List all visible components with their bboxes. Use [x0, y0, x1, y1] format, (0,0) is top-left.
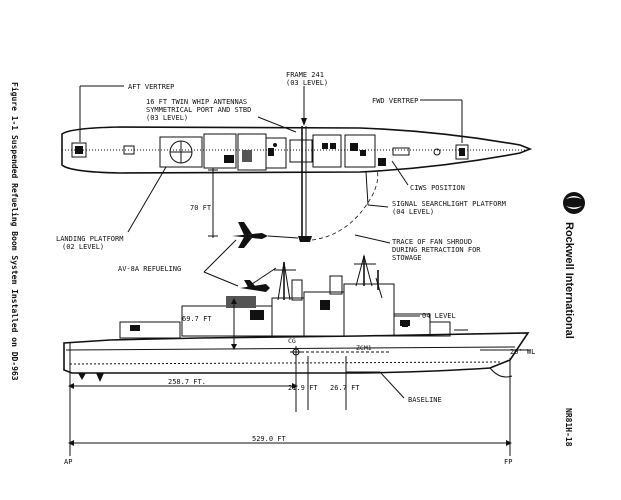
04-level-label: 04 LEVEL: [422, 312, 456, 320]
ship-profile-view: [63, 254, 530, 382]
plan-view-leaders: [79, 85, 463, 244]
zcm-label: ZCM1: [356, 344, 372, 352]
rockwell-logo-icon: [563, 192, 585, 214]
antennas-label-line-1: 16 FT TWIN WHIP ANTENNAS: [146, 98, 247, 106]
landing-platform-level-label: (02 LEVEL): [62, 243, 104, 251]
ship-plan-view: [61, 126, 533, 248]
searchlight-platform-label: SIGNAL SEARCHLIGHT PLATFORM: [392, 200, 506, 208]
baseline-label: BASELINE: [408, 396, 442, 404]
dimension-70ft: 70 FT: [190, 204, 212, 212]
fan-shroud-trace-label-2: DURING RETRACTION FOR: [392, 246, 481, 254]
dimension-258-7ft: 258.7 FT.: [168, 378, 206, 386]
dimension-529ft: 529.0 FT: [252, 435, 287, 443]
dimension-21-9ft: 21.9 FT: [288, 384, 318, 392]
frame-241-label: FRAME 241: [286, 71, 324, 79]
ap-label: AP: [64, 458, 72, 466]
frame-241-level-label: (03 LEVEL): [286, 79, 328, 87]
waterline-label: 20' WL: [510, 348, 535, 356]
company-name: Rockwell International: [563, 222, 575, 339]
aft-vertrep-label: AFT VERTREP: [128, 83, 174, 91]
fwd-vertrep-label: FWD VERTREP: [372, 97, 418, 105]
cg-label: CG: [288, 337, 296, 345]
fp-label: FP: [504, 458, 512, 466]
landing-platform-label: LANDING PLATFORM: [56, 235, 123, 243]
antennas-label-line-2: SYMMETRICAL PORT AND STBD: [146, 106, 251, 114]
antennas-label-line-3: (03 LEVEL): [146, 114, 188, 122]
profile-dimensions: [68, 239, 512, 456]
dimension-69-7ft: 69.7 FT: [182, 315, 212, 323]
searchlight-level-label: (04 LEVEL): [392, 208, 434, 216]
dimension-26-7ft: 26.7 FT: [330, 384, 360, 392]
fan-shroud-trace-label-3: STOWAGE: [392, 254, 422, 262]
figure-caption: Figure 1-1 Suspended Refueling Boom Syst…: [10, 82, 20, 381]
fan-shroud-trace-label-1: TRACE OF FAN SHROUD: [392, 238, 472, 246]
av8a-refueling-label: AV-8A REFUELING: [118, 265, 181, 273]
document-number: NR81H-18: [564, 408, 573, 447]
ciws-position-label: CIWS POSITION: [410, 184, 465, 192]
